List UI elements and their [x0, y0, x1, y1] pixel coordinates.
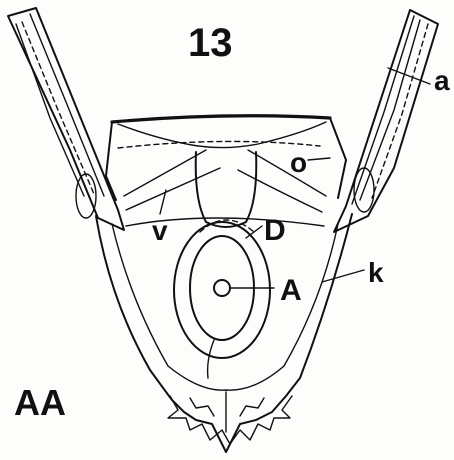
figure-number: 13 [188, 21, 233, 65]
bottom-knob [168, 392, 292, 444]
right-wing [334, 10, 438, 232]
label-k: k [368, 257, 384, 288]
label-a: a [434, 65, 450, 96]
upper-body [106, 116, 346, 212]
left-wing [8, 8, 124, 230]
panel-label: AA [14, 382, 66, 423]
label-o: o [290, 147, 307, 178]
label-A: A [280, 274, 302, 307]
central-rings [174, 222, 270, 378]
label-v: v [152, 215, 168, 246]
outer-shield [96, 214, 352, 452]
structure-d [196, 152, 257, 232]
label-d: D [264, 214, 286, 247]
